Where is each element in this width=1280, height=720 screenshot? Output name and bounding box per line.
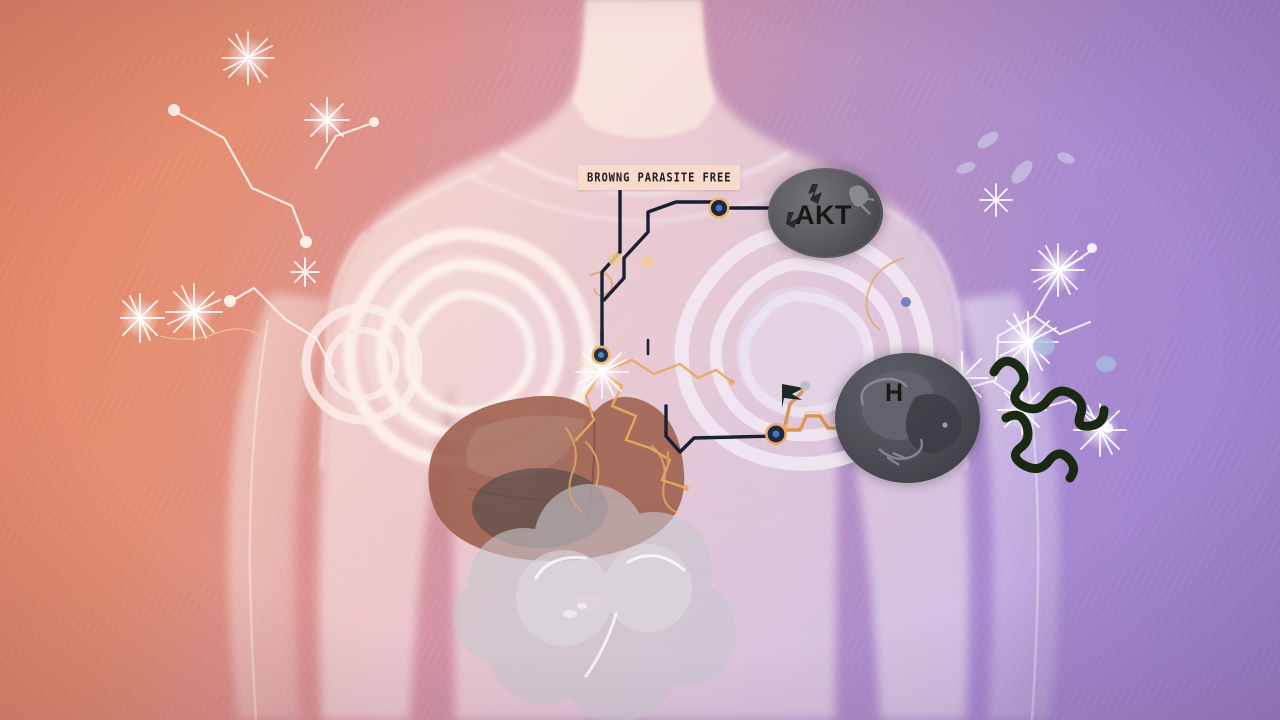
trace-lower-left (664, 404, 778, 454)
h-node-label: H (885, 379, 904, 408)
trace-mid-zigzag (602, 200, 718, 302)
callout-label-text: BROWNG PARASITE FREE (587, 171, 731, 185)
circuit-junctions (591, 197, 787, 445)
parasite-worm-lower (1000, 410, 1110, 495)
callout-label[interactable]: BROWNG PARASITE FREE (578, 165, 741, 190)
akt-node-label: AKT (795, 200, 852, 231)
h-node[interactable]: H (835, 353, 980, 483)
flag-marker-icon (774, 378, 814, 417)
trace-copper-up (782, 390, 804, 432)
parasite-worm-upper (988, 352, 1118, 437)
akt-node[interactable]: AKT (768, 168, 883, 258)
